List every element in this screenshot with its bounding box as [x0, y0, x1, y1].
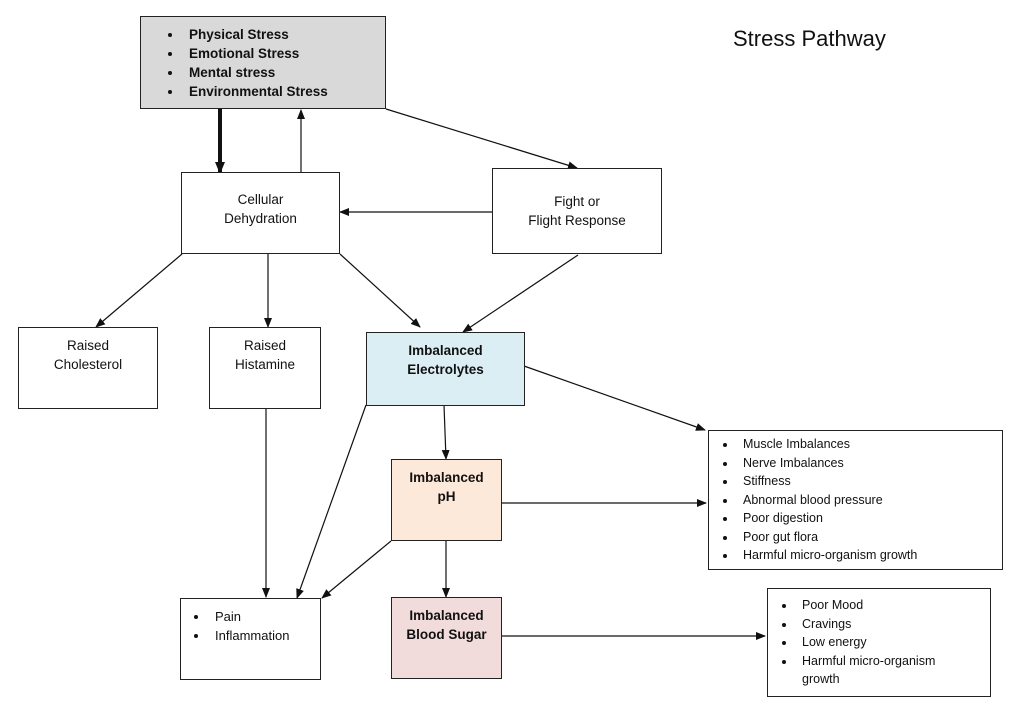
- imbalanced-ph-label: Imbalanced pH: [409, 470, 484, 504]
- pain-inflammation-list: Pain Inflammation: [181, 607, 289, 645]
- electrolyte-symptoms-box: Muscle Imbalances Nerve Imbalances Stiff…: [708, 430, 1003, 570]
- pain-inflammation-box: Pain Inflammation: [180, 598, 321, 680]
- mood-symptoms-box: Poor Mood Cravings Low energy Harmful mi…: [767, 588, 991, 697]
- arrow-fight-flight-to-electrolytes: [462, 254, 579, 333]
- mood-symptoms-list: Poor Mood Cravings Low energy Harmful mi…: [768, 596, 971, 689]
- arrow-electrolytes-to-ph: [441, 404, 450, 460]
- list-item: Inflammation: [209, 626, 289, 645]
- stress-sources-box: Physical Stress Emotional Stress Mental …: [140, 16, 386, 109]
- list-item: Poor digestion: [737, 509, 917, 528]
- cellular-dehydration-label: Cellular Dehydration: [224, 192, 297, 226]
- list-item: Pain: [209, 607, 289, 626]
- diagram-title: Stress Pathway: [733, 26, 886, 51]
- arrow-ph-to-pain: [321, 540, 392, 599]
- arrow-electrolytes-to-pain: [296, 404, 367, 599]
- list-item: Poor gut flora: [737, 528, 917, 547]
- list-item: Nerve Imbalances: [737, 454, 917, 473]
- list-item: Abnormal blood pressure: [737, 491, 917, 510]
- electrolyte-symptoms-list: Muscle Imbalances Nerve Imbalances Stiff…: [709, 435, 917, 565]
- list-item: Poor Mood: [796, 596, 971, 615]
- cellular-dehydration-box: Cellular Dehydration: [181, 172, 340, 254]
- list-item: Mental stress: [183, 63, 328, 82]
- list-item: Muscle Imbalances: [737, 435, 917, 454]
- list-item: Environmental Stress: [183, 82, 328, 101]
- list-item: Low energy: [796, 633, 971, 652]
- list-item: Emotional Stress: [183, 44, 328, 63]
- arrow-electrolytes-to-symptoms: [523, 365, 706, 431]
- list-item: Stiffness: [737, 472, 917, 491]
- imbalanced-electrolytes-label: Imbalanced Electrolytes: [407, 343, 484, 377]
- fight-or-flight-box: Fight or Flight Response: [492, 168, 662, 254]
- list-item: Harmful micro-organism growth: [796, 652, 971, 689]
- imbalanced-ph-box: Imbalanced pH: [391, 459, 502, 541]
- list-item: Harmful micro-organism growth: [737, 546, 917, 565]
- arrow-dehydration-to-electrolytes: [339, 253, 421, 328]
- raised-histamine-label: Raised Histamine: [234, 338, 296, 372]
- raised-cholesterol-box: Raised Cholesterol: [18, 327, 158, 409]
- stress-sources-list: Physical Stress Emotional Stress Mental …: [141, 25, 328, 101]
- list-item: Physical Stress: [183, 25, 328, 44]
- imbalanced-blood-sugar-box: Imbalanced Blood Sugar: [391, 597, 502, 679]
- arrow-stress-to-fight-flight: [385, 108, 578, 170]
- list-item: Cravings: [796, 615, 971, 634]
- imbalanced-electrolytes-box: Imbalanced Electrolytes: [366, 332, 525, 406]
- raised-histamine-box: Raised Histamine: [209, 327, 321, 409]
- fight-or-flight-label: Fight or Flight Response: [528, 194, 626, 228]
- raised-cholesterol-label: Raised Cholesterol: [53, 338, 123, 372]
- arrow-dehydration-to-cholesterol: [95, 253, 183, 328]
- imbalanced-blood-sugar-label: Imbalanced Blood Sugar: [406, 608, 487, 642]
